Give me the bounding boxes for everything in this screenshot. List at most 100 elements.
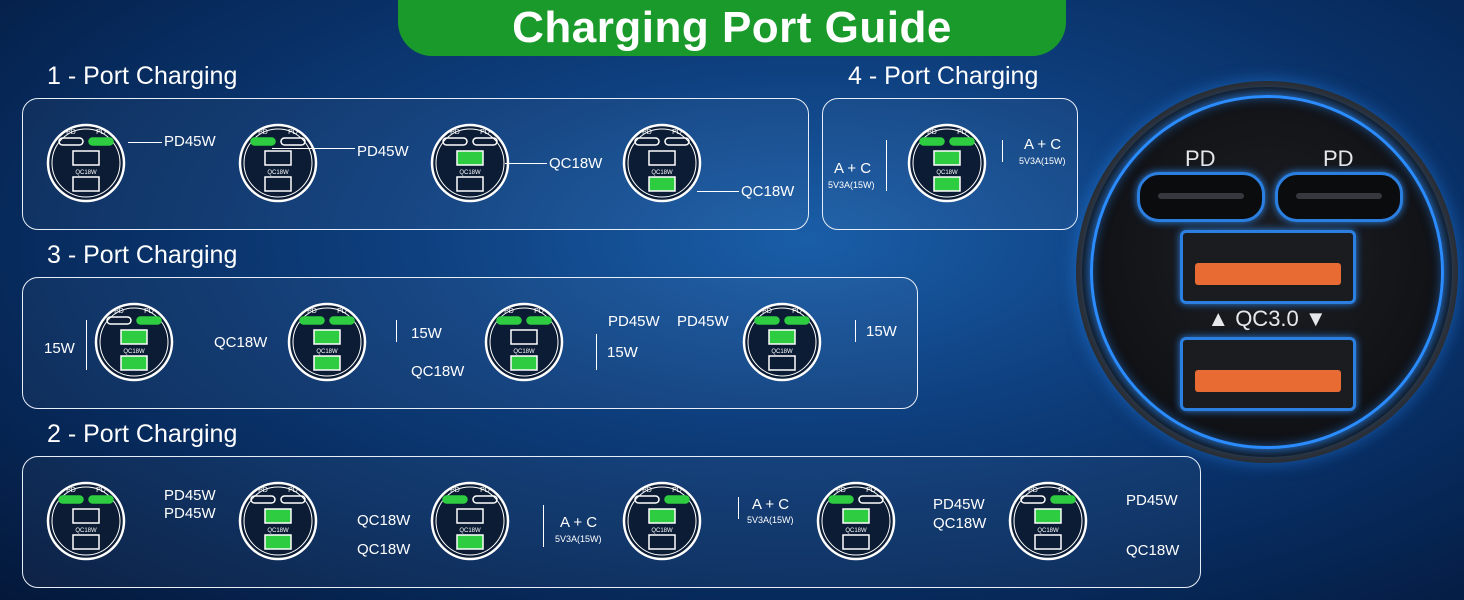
label-a-plus-c: A + C [752, 496, 790, 513]
charger-icon: PD PD QC18W [484, 302, 564, 382]
svg-text:PD: PD [1028, 487, 1038, 494]
label-a-plus-c-sub: 5V3A(15W) [828, 180, 875, 190]
usb-a-port-icon [1180, 230, 1356, 304]
svg-text:PD: PD [642, 129, 652, 136]
page-title: Charging Port Guide [512, 3, 952, 52]
label-qc18w: QC18W [357, 512, 411, 529]
charger-icon: PD PD QC18W [430, 123, 510, 203]
pd-port-label: PD [1323, 146, 1354, 171]
usb-c-port-icon [1137, 172, 1265, 222]
charger-icon: PD PD QC18W [622, 123, 702, 203]
section-title-4-port: 4 - Port Charging [848, 62, 1039, 90]
glow-ring [1090, 95, 1444, 449]
charger-diagram: PD PD QC18W [622, 123, 702, 203]
panel-2-port [22, 456, 1201, 588]
connector-line [505, 163, 547, 164]
charger-diagram: PD PD QC18W [238, 123, 318, 203]
svg-text:PD: PD [504, 308, 514, 315]
label-qc18w: QC18W [933, 515, 987, 532]
label-pd45w: PD45W [933, 496, 985, 513]
svg-text:PD: PD [307, 308, 317, 315]
charger-diagram: PD PD QC18W [46, 123, 126, 203]
svg-text:PD: PD [762, 308, 772, 315]
pd-port-label: PD [1185, 146, 1216, 171]
label-qc18w: QC18W [411, 363, 465, 380]
svg-text:PD: PD [96, 487, 106, 494]
svg-text:PD: PD [258, 487, 268, 494]
section-title-3-port: 3 - Port Charging [47, 241, 238, 269]
label-qc18w: QC18W [549, 155, 603, 172]
connector-bracket [86, 320, 87, 370]
charger-diagram: PD PD QC18W [816, 481, 896, 561]
usb-c-port-icon [1275, 172, 1403, 222]
svg-text:PD: PD [258, 129, 268, 136]
svg-text:PD: PD [480, 487, 490, 494]
connector-bracket [396, 320, 397, 342]
label-15w: 15W [866, 323, 897, 340]
charger-diagram: PD PD QC18W [287, 302, 367, 382]
connector-bracket [738, 497, 739, 519]
label-pd45w: PD45W [608, 313, 660, 330]
label-15w: 15W [44, 340, 75, 357]
connector-bracket [596, 334, 597, 370]
label-qc18w: QC18W [1126, 542, 1180, 559]
svg-text:QC18W: QC18W [651, 528, 673, 534]
svg-text:QC18W: QC18W [936, 170, 958, 176]
svg-text:QC18W: QC18W [459, 528, 481, 534]
charger-diagram: PD PD QC18W [94, 302, 174, 382]
svg-text:PD: PD [450, 129, 460, 136]
svg-text:PD: PD [836, 487, 846, 494]
label-pd45w: PD45W [1126, 492, 1178, 509]
svg-text:QC18W: QC18W [316, 349, 338, 355]
charger-diagram: PD PD QC18W [430, 481, 510, 561]
charger-icon: PD PD QC18W [287, 302, 367, 382]
svg-text:PD: PD [672, 129, 682, 136]
svg-text:PD: PD [642, 487, 652, 494]
label-pd45w: PD45W [677, 313, 729, 330]
svg-text:QC18W: QC18W [771, 349, 793, 355]
charger-diagram: PD PD QC18W [1008, 481, 1088, 561]
section-title-2-port: 2 - Port Charging [47, 420, 238, 448]
charger-closeup: PD PD ▲ QC3.0 ▼ [1082, 87, 1452, 457]
label-pd45w: PD45W [357, 143, 409, 160]
svg-text:QC18W: QC18W [267, 528, 289, 534]
charger-icon: PD PD QC18W [46, 123, 126, 203]
svg-text:PD: PD [288, 487, 298, 494]
label-qc18w: QC18W [357, 541, 411, 558]
charger-diagram: PD PD QC18W [430, 123, 510, 203]
svg-text:PD: PD [337, 308, 347, 315]
svg-text:QC18W: QC18W [267, 170, 289, 176]
svg-text:PD: PD [66, 487, 76, 494]
connector-line [272, 148, 355, 149]
connector-bracket [886, 140, 887, 191]
charger-icon: PD PD QC18W [430, 481, 510, 561]
svg-text:PD: PD [1058, 487, 1068, 494]
charger-icon: PD PD QC18W [622, 481, 702, 561]
label-a-plus-c-sub: 5V3A(15W) [747, 515, 794, 525]
connector-bracket [543, 505, 544, 547]
svg-text:PD: PD [866, 487, 876, 494]
svg-text:QC18W: QC18W [513, 349, 535, 355]
svg-text:PD: PD [114, 308, 124, 315]
svg-text:PD: PD [66, 129, 76, 136]
label-pd45w: PD45W [164, 505, 216, 522]
label-a-plus-c: A + C [560, 514, 598, 531]
label-pd45w: PD45W [164, 133, 216, 150]
svg-text:PD: PD [96, 129, 106, 136]
svg-text:PD: PD [927, 129, 937, 136]
label-qc18w: QC18W [214, 334, 268, 351]
charger-diagram: PD PD QC18W [742, 302, 822, 382]
svg-text:PD: PD [450, 487, 460, 494]
svg-text:PD: PD [957, 129, 967, 136]
qc3-label: ▲ QC3.0 ▼ [1207, 306, 1327, 331]
svg-text:PD: PD [534, 308, 544, 315]
charger-icon: PD PD QC18W [238, 481, 318, 561]
svg-text:PD: PD [288, 129, 298, 136]
label-pd45w: PD45W [164, 487, 216, 504]
svg-text:QC18W: QC18W [651, 170, 673, 176]
charger-icon: PD PD QC18W [238, 123, 318, 203]
svg-text:PD: PD [480, 129, 490, 136]
label-15w: 15W [411, 325, 442, 342]
connector-line [697, 191, 739, 192]
charger-icon: PD PD QC18W [742, 302, 822, 382]
